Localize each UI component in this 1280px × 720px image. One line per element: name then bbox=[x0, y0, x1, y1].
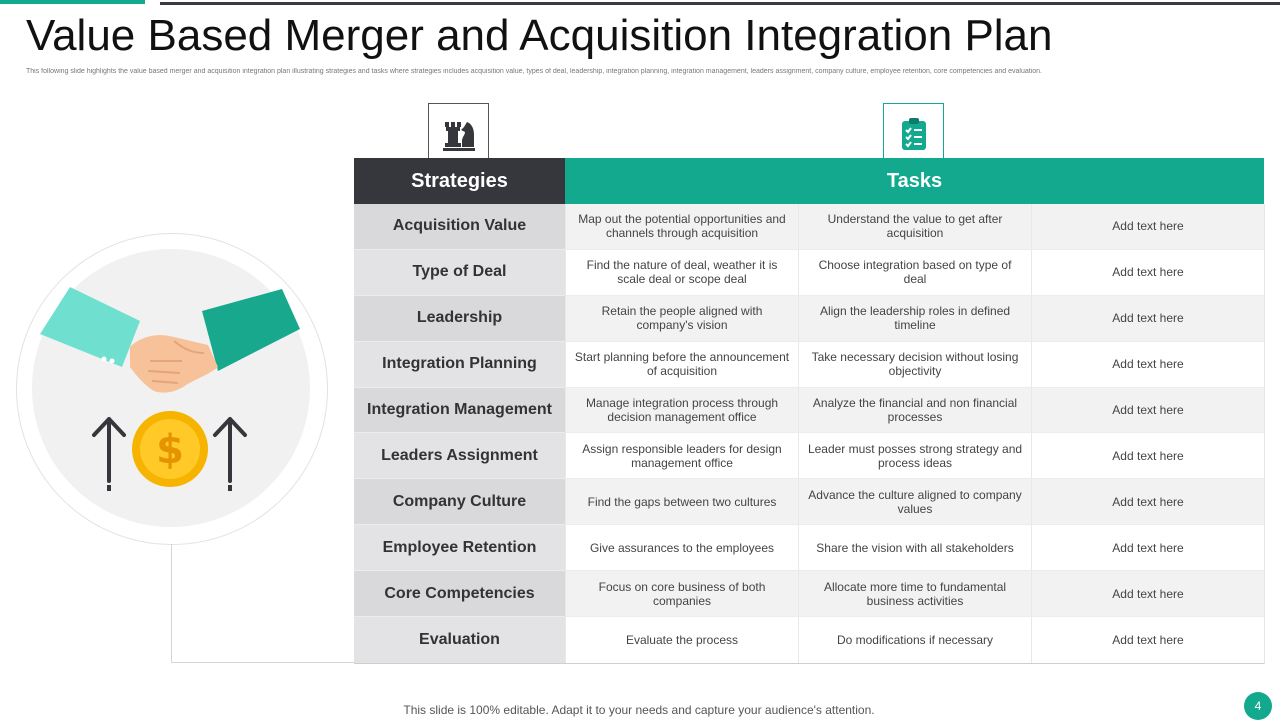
task-cell: Add text here bbox=[1031, 341, 1264, 387]
task-cell: Add text here bbox=[1031, 433, 1264, 479]
top-accent-line bbox=[0, 0, 145, 4]
strategy-cell: Core Competencies bbox=[354, 571, 565, 617]
table-row: Integration Planning Start planning befo… bbox=[354, 341, 1264, 388]
strategy-cell: Leaders Assignment bbox=[354, 433, 565, 479]
task-cell: Map out the potential opportunities and … bbox=[565, 204, 798, 249]
task-cell: Find the gaps between two cultures bbox=[565, 479, 798, 525]
task-cell: Add text here bbox=[1031, 387, 1264, 433]
task-cell: Align the leadership roles in defined ti… bbox=[798, 295, 1031, 341]
task-cell: Assign responsible leaders for design ma… bbox=[565, 433, 798, 479]
table-row: Leadership Retain the people aligned wit… bbox=[354, 295, 1264, 342]
task-cell: Start planning before the announcement o… bbox=[565, 341, 798, 387]
task-cell: Add text here bbox=[1031, 204, 1264, 249]
task-cell: Add text here bbox=[1031, 295, 1264, 341]
strategy-cell: Company Culture bbox=[354, 479, 565, 525]
tasks-header: Tasks bbox=[565, 158, 1264, 204]
task-cell: Give assurances to the employees bbox=[565, 525, 798, 571]
handshake-coin-growth-icon: $ bbox=[40, 287, 300, 491]
clipboard-checklist-icon bbox=[901, 117, 926, 150]
task-cell: Allocate more time to fundamental busine… bbox=[798, 571, 1031, 617]
table-row: Integration Management Manage integratio… bbox=[354, 387, 1264, 434]
task-cell: Evaluate the process bbox=[565, 617, 798, 663]
tasks-icon-box bbox=[883, 103, 944, 164]
task-cell: Choose integration based on type of deal bbox=[798, 249, 1031, 295]
table-row: Acquisition Value Map out the potential … bbox=[354, 204, 1264, 250]
task-cell: Add text here bbox=[1031, 617, 1264, 663]
table-row: Type of Deal Find the nature of deal, we… bbox=[354, 249, 1264, 296]
task-cell: Focus on core business of both companies bbox=[565, 571, 798, 617]
svg-text:$: $ bbox=[156, 427, 184, 473]
task-cell: Add text here bbox=[1031, 525, 1264, 571]
task-cell: Add text here bbox=[1031, 479, 1264, 525]
task-cell: Add text here bbox=[1031, 249, 1264, 295]
footer-text: This slide is 100% editable. Adapt it to… bbox=[403, 703, 875, 717]
table-row: Company Culture Find the gaps between tw… bbox=[354, 479, 1264, 526]
page-number-badge: 4 bbox=[1244, 692, 1272, 720]
table-row: Employee Retention Give assurances to th… bbox=[354, 525, 1264, 572]
table-row: Evaluation Evaluate the process Do modif… bbox=[354, 617, 1264, 663]
task-cell: Manage integration process through decis… bbox=[565, 387, 798, 433]
table-row: Leaders Assignment Assign responsible le… bbox=[354, 433, 1264, 480]
footer-note: This slide is 100% editable. Adapt it to… bbox=[0, 703, 1280, 717]
connector-line-vertical bbox=[171, 544, 172, 663]
strategy-cell: Integration Management bbox=[354, 387, 565, 433]
top-divider-line bbox=[160, 2, 1280, 5]
strategy-cell: Evaluation bbox=[354, 617, 565, 663]
strategy-cell: Integration Planning bbox=[354, 341, 565, 387]
task-cell: Find the nature of deal, weather it is s… bbox=[565, 249, 798, 295]
task-cell: Add text here bbox=[1031, 571, 1264, 617]
task-cell: Understand the value to get after acquis… bbox=[798, 204, 1031, 249]
task-cell: Share the vision with all stakeholders bbox=[798, 525, 1031, 571]
chess-pieces-icon bbox=[442, 121, 475, 151]
page-title: Value Based Merger and Acquisition Integ… bbox=[26, 11, 1053, 60]
strategy-task-table: Acquisition Value Map out the potential … bbox=[354, 204, 1265, 664]
strategy-cell: Leadership bbox=[354, 295, 565, 341]
page-subtitle: This following slide highlights the valu… bbox=[26, 68, 1042, 75]
table-row: Core Competencies Focus on core business… bbox=[354, 571, 1264, 618]
strategy-cell: Type of Deal bbox=[354, 249, 565, 295]
strategy-cell: Employee Retention bbox=[354, 525, 565, 571]
task-cell: Analyze the financial and non financial … bbox=[798, 387, 1031, 433]
task-cell: Do modifications if necessary bbox=[798, 617, 1031, 663]
task-cell: Leader must posses strong strategy and p… bbox=[798, 433, 1031, 479]
task-cell: Take necessary decision without losing o… bbox=[798, 341, 1031, 387]
strategies-header: Strategies bbox=[354, 158, 565, 204]
strategies-icon-box bbox=[428, 103, 489, 164]
task-cell: Advance the culture aligned to company v… bbox=[798, 479, 1031, 525]
strategy-cell: Acquisition Value bbox=[354, 204, 565, 249]
connector-line-horizontal bbox=[171, 662, 355, 663]
task-cell: Retain the people aligned with company's… bbox=[565, 295, 798, 341]
